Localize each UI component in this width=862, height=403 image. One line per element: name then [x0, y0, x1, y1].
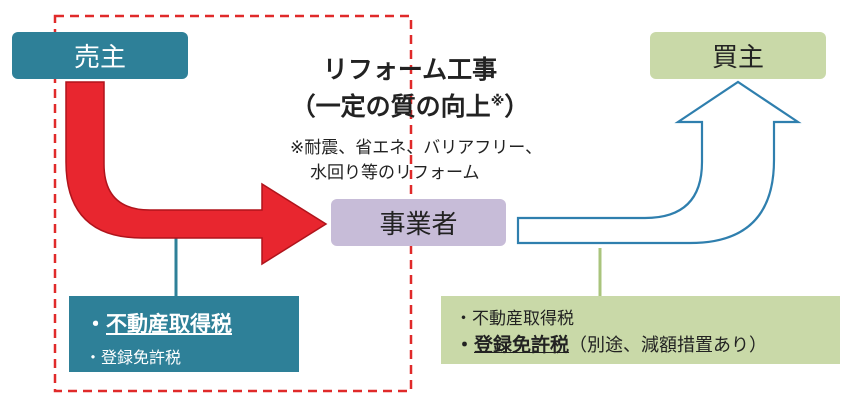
buyer-box: 買主 — [650, 32, 826, 79]
buyer-tax-registration-note: （別途、減額措置あり） — [569, 335, 768, 356]
buyer-tax-registration-label: 登録免許税 — [474, 334, 570, 356]
business-to-buyer-arrow — [516, 80, 802, 245]
renovation-note-line1: ※耐震、省エネ、バリアフリー、 — [290, 138, 543, 158]
seller-tax-box: ・不動産取得税 ・登録免許税 — [69, 296, 299, 372]
renovation-subtitle-close: ） — [504, 92, 530, 121]
renovation-note-line2: 水回り等のリフォーム — [310, 163, 480, 183]
seller-box: 売主 — [12, 32, 188, 79]
seller-to-business-arrow — [65, 81, 328, 266]
footnote-mark: ※ — [490, 93, 505, 110]
buyer-tax-box: ・不動産取得税 ・登録免許税（別途、減額措置あり） — [441, 296, 840, 364]
bullet: ・ — [455, 334, 475, 356]
seller-tax-acquisition-label: 不動産取得税 — [106, 312, 232, 336]
bullet: ・ — [85, 312, 106, 336]
renovation-subtitle: （一定の質の向上※） — [240, 87, 580, 123]
business-box: 事業者 — [331, 199, 506, 246]
renovation-subtitle-text: （一定の質の向上 — [290, 92, 491, 121]
buyer-tax-item-registration: ・登録免許税（別途、減額措置あり） — [455, 330, 767, 357]
seller-tax-item-registration: ・登録免許税 — [85, 348, 182, 367]
seller-tax-item-acquisition: ・不動産取得税 — [85, 308, 232, 338]
buyer-label: 買主 — [711, 43, 764, 73]
business-label: 事業者 — [379, 210, 458, 240]
buyer-tax-item-acquisition: ・不動産取得税 — [455, 309, 574, 329]
renovation-title-text: リフォーム工事 — [322, 55, 498, 84]
seller-label: 売主 — [73, 43, 126, 73]
renovation-title: リフォーム工事 — [240, 50, 580, 86]
